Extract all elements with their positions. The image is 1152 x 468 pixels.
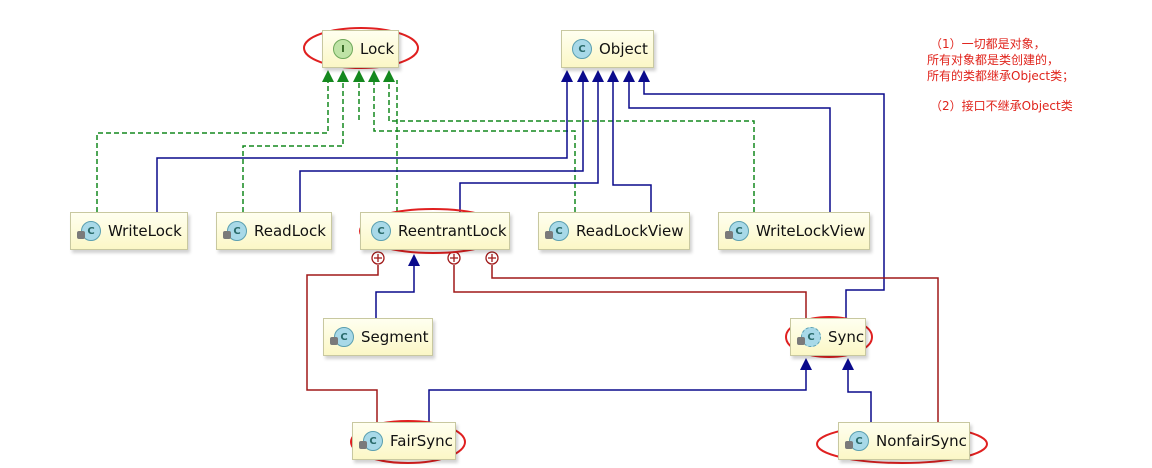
edge-readlockview-implements-lock: [373, 80, 576, 212]
note-line-4: （2）接口不继承Object类: [930, 99, 1073, 113]
inner-class-icon: C: [845, 431, 869, 451]
node-label: WriteLockView: [756, 222, 866, 240]
inner-marker-3: [485, 251, 499, 265]
node-readlockview[interactable]: C ReadLockView: [538, 212, 690, 250]
inner-class-markers: [371, 251, 499, 265]
inner-class-icon: C: [725, 221, 749, 241]
node-writelockview[interactable]: C WriteLockView: [718, 212, 870, 250]
node-label: Sync: [828, 328, 865, 346]
inner-class-edges: [306, 265, 939, 422]
inner-class-icon: C: [223, 221, 247, 241]
edge-writelockview-implements-lock: [388, 80, 755, 212]
node-label: NonfairSync: [876, 432, 967, 450]
extends-arrowhead-6: [638, 70, 650, 82]
inner-marker-1: [371, 251, 385, 265]
abstract-inner-class-icon: C: [797, 327, 821, 347]
implements-arrowheads: [322, 70, 395, 82]
highlight-sync: [785, 316, 873, 358]
node-reentrantlock[interactable]: C ReentrantLock: [360, 212, 510, 250]
node-writelock[interactable]: C WriteLock: [70, 212, 188, 250]
edge-readlock-implements-lock: [242, 80, 344, 212]
node-segment[interactable]: C Segment: [323, 318, 433, 356]
extends-arrowhead-3: [592, 70, 604, 82]
node-readlock[interactable]: C ReadLock: [216, 212, 332, 250]
implements-arrowhead-1: [322, 70, 334, 82]
edge-writelock-extends-object: [156, 80, 568, 212]
node-fairsync[interactable]: C FairSync: [352, 422, 456, 460]
annotation-notes: （1）一切都是对象， 所有对象都是类创建的， 所有的类都继承Object类； （…: [922, 36, 1074, 114]
edge-fairsync-extends-sync: [428, 368, 807, 422]
node-label: ReadLock: [254, 222, 326, 240]
edge-reentrantlock-extends-object: [459, 80, 599, 212]
extends-arrowhead-1: [561, 70, 573, 82]
edge-fairsync-inner-of-reentrantlock: [306, 265, 379, 422]
node-label: ReentrantLock: [398, 222, 507, 240]
edge-readlockview-extends-object: [612, 80, 652, 212]
edge-sync-inner-of-reentrantlock: [453, 265, 807, 318]
highlight-lock: [303, 27, 419, 69]
edge-nonfairsync-extends-sync: [847, 368, 872, 422]
edge-writelockview-extends-object: [628, 80, 831, 212]
extends-arrowhead-7: [408, 254, 420, 266]
note-line-3: 所有的类都继承Object类；: [927, 69, 1075, 83]
inner-marker-2: [447, 251, 461, 265]
extends-edges: [156, 80, 885, 422]
node-label: FairSync: [390, 432, 453, 450]
extends-arrowhead-8: [800, 358, 812, 370]
edge-readlock-extends-object: [299, 80, 584, 212]
implements-arrowhead-5: [383, 70, 395, 82]
edge-sync-extends-object: [643, 80, 885, 318]
node-label: Lock: [360, 40, 395, 58]
node-label: WriteLock: [108, 222, 182, 240]
inner-class-icon: C: [359, 431, 383, 451]
class-icon: C: [572, 39, 592, 59]
edge-nonfairsync-inner-of-reentrantlock: [491, 265, 939, 422]
extends-arrowhead-4: [607, 70, 619, 82]
interface-icon: I: [333, 39, 353, 59]
extends-arrowhead-5: [623, 70, 635, 82]
edge-writelock-implements-lock: [96, 80, 329, 212]
implements-arrowhead-3: [353, 70, 365, 82]
node-lock[interactable]: I Lock: [322, 30, 399, 68]
implements-arrowhead-2: [337, 70, 349, 82]
note-spacer: [922, 84, 1074, 98]
node-nonfairsync[interactable]: C NonfairSync: [838, 422, 970, 460]
inner-class-icon: C: [330, 327, 354, 347]
node-label: Segment: [361, 328, 429, 346]
extends-arrowhead-9: [842, 358, 854, 370]
node-sync[interactable]: C Sync: [790, 318, 866, 356]
node-label: ReadLockView: [576, 222, 684, 240]
note-line-2: 所有对象都是类创建的，: [927, 53, 1060, 67]
extends-arrowhead-2: [577, 70, 589, 82]
node-label: Object: [599, 40, 648, 58]
extends-arrowheads: [408, 70, 854, 370]
inner-class-icon: C: [545, 221, 569, 241]
class-icon: C: [371, 221, 391, 241]
edge-segment-extends-reentrantlock: [375, 262, 415, 318]
highlight-fairsync: [350, 420, 466, 464]
node-object[interactable]: C Object: [561, 30, 654, 68]
implements-arrowhead-4: [368, 70, 380, 82]
note-line-1: （1）一切都是对象，: [930, 37, 1046, 51]
inner-class-icon: C: [77, 221, 101, 241]
implements-edges: [96, 80, 755, 212]
